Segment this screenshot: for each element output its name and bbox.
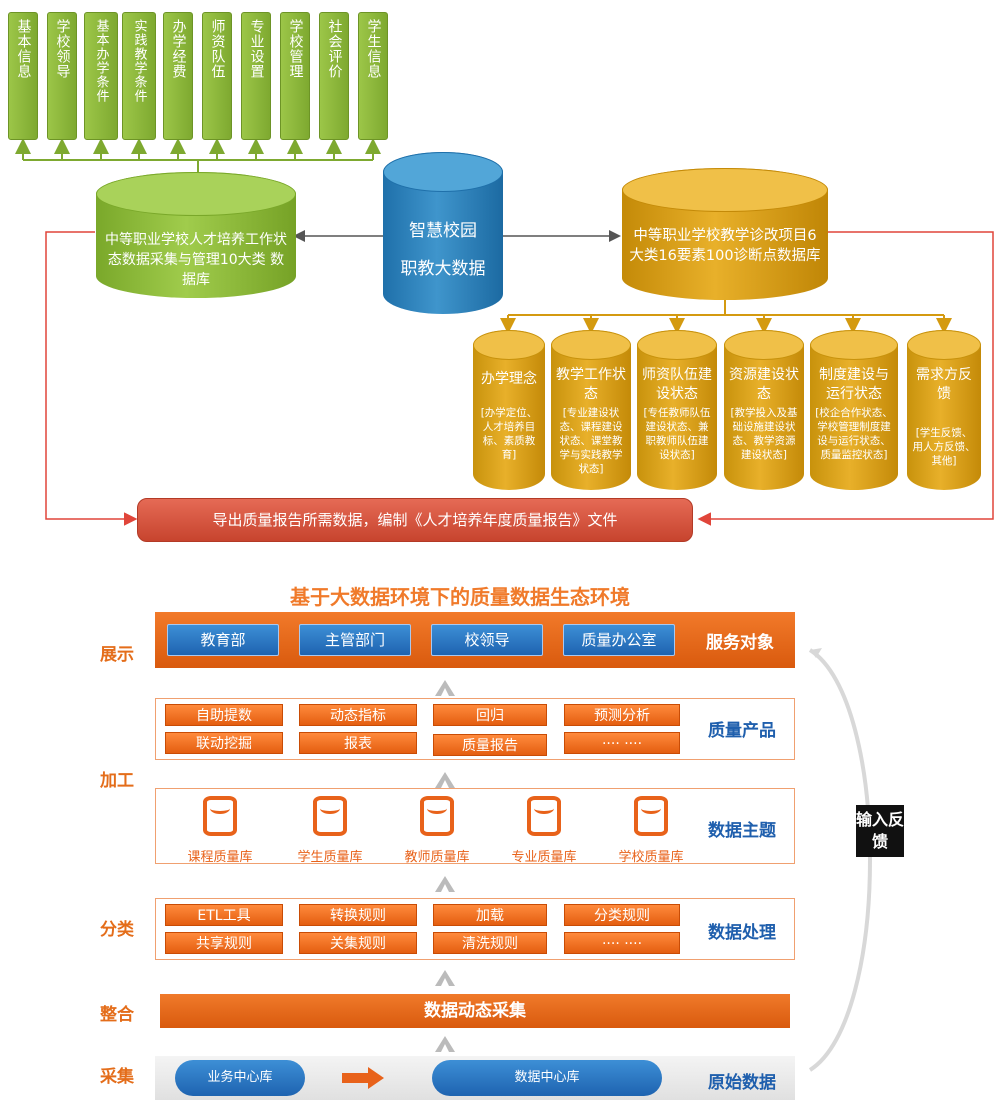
right-database: 中等职业学校教学诊改项目6大类16要素100诊断点数据库 [622,168,828,300]
service-ministry: 教育部 [167,624,279,656]
diagnosis-title: 师资队伍建设状态 [642,367,712,402]
side-label-process: 加工 [100,771,134,791]
top-connectors [15,138,994,526]
feedback-badge: 输入反馈 [856,805,904,857]
service-department: 主管部门 [299,624,411,656]
export-report-bar: 导出质量报告所需数据，编制《人才培养年度质量报告》文件 [137,498,693,542]
process-aggregate: 关集规则 [299,932,417,954]
collect-bar: 数据动态采集 [160,994,790,1028]
diagnosis-detail: [专任教师队伍建设状态、兼职教师队伍建设状态] [643,407,711,461]
ecosystem-title: 基于大数据环境下的质量数据生态环境 [290,585,630,609]
product-reports: 报表 [299,732,417,754]
up-chevron-icon [435,970,455,986]
side-label-collect: 采集 [100,1067,134,1087]
export-report-text: 导出质量报告所需数据，编制《人才培养年度质量报告》文件 [212,511,618,529]
left-database-label: 中等职业学校人才培养工作状态数据采集与管理10大类 数据库 [105,232,287,288]
up-chevron-icon [435,772,455,788]
category-faculty: 师资队伍 [202,12,232,140]
category-funding: 办学经费 [163,12,193,140]
process-etl: ETL工具 [165,904,283,926]
side-label-classify: 分类 [100,920,134,940]
diagnosis-title: 教学工作状态 [556,367,626,402]
diagnosis-title: 制度建设与运行状态 [819,367,889,402]
diagnosis-title: 资源建设状态 [729,367,799,402]
process-share: 共享规则 [165,932,283,954]
side-label-show: 展示 [100,645,134,665]
right-database-label: 中等职业学校教学诊改项目6大类16要素100诊断点数据库 [629,228,821,264]
product-regression: 回归 [433,704,547,726]
process-classify: 分类规则 [564,904,680,926]
side-label-integrate: 整合 [100,1005,134,1025]
data-center-database-label: 数据中心库 [514,1070,580,1085]
product-self-extract: 自助提数 [165,704,283,726]
diagnosis-detail: [学生反馈、用人方反馈、其他] [912,427,976,467]
database-icon [420,796,454,836]
theme-course: 课程质量库 [187,850,253,865]
service-label: 服务对象 [706,633,774,653]
left-database: 中等职业学校人才培养工作状态数据采集与管理10大类 数据库 [96,172,296,298]
diagnosis-detail: [专业建设状态、课程建设状态、课堂教学与实践教学状态] [559,407,623,475]
service-quality-office: 质量办公室 [563,624,675,656]
category-majors: 专业设置 [241,12,271,140]
theme-teacher: 教师质量库 [404,850,470,865]
collect-bar-text: 数据动态采集 [424,1001,526,1021]
up-chevron-icon [435,876,455,892]
database-icon [203,796,237,836]
diagnosis-teaching: 教学工作状态 [专业建设状态、课程建设状态、课堂教学与实践教学状态] [551,330,631,490]
service-school-leaders: 校领导 [431,624,543,656]
center-database-line1: 智慧校园 [409,221,477,241]
feedback-text: 输入反馈 [856,810,905,851]
right-arrow-icon [342,1067,384,1089]
category-social-evaluation: 社会评价 [319,12,349,140]
up-chevron-icon [435,680,455,696]
themes-layer [155,788,795,864]
category-student-info: 学生信息 [358,12,388,140]
database-icon [634,796,668,836]
diagnosis-detail: [办学定位、人才培养目标、素质教育] [480,407,538,461]
diagnosis-institution: 制度建设与运行状态 [校企合作状态、学校管理制度建设与运行状态、质量监控状态] [810,330,898,490]
raw-data-label: 原始数据 [708,1073,776,1093]
processing-label: 数据处理 [708,923,776,943]
category-management: 学校管理 [280,12,310,140]
diagnosis-detail: [校企合作状态、学校管理制度建设与运行状态、质量监控状态] [815,407,893,461]
diagnosis-detail: [教学投入及基础设施建设状态、教学资源建设状态] [730,407,798,461]
category-practice-conditions: 实践教学条件 [122,12,156,140]
center-database: 智慧校园 职教大数据 [383,152,503,314]
diagnosis-resources: 资源建设状态 [教学投入及基础设施建设状态、教学资源建设状态] [724,330,804,490]
product-more: ···· ···· [564,732,680,754]
category-basic-info: 基本信息 [8,12,38,140]
diagnosis-feedback: 需求方反馈 [学生反馈、用人方反馈、其他] [907,330,981,490]
business-database-label: 业务中心库 [207,1070,273,1085]
process-transform: 转换规则 [299,904,417,926]
theme-student: 学生质量库 [297,850,363,865]
center-database-line2: 职教大数据 [400,259,486,279]
diagnosis-title: 需求方反馈 [916,367,972,402]
product-mining: 联动挖掘 [165,732,283,754]
process-more: ···· ···· [564,932,680,954]
theme-major: 专业质量库 [511,850,577,865]
business-database: 业务中心库 [175,1060,305,1096]
theme-school: 学校质量库 [618,850,684,865]
diagnosis-philosophy: 办学理念 [办学定位、人才培养目标、素质教育] [473,330,545,490]
feedback-curve [808,648,872,1072]
themes-label: 数据主题 [708,821,776,841]
process-clean: 清洗规则 [433,932,547,954]
diagnosis-faculty: 师资队伍建设状态 [专任教师队伍建设状态、兼职教师队伍建设状态] [637,330,717,490]
database-icon [527,796,561,836]
category-basic-conditions: 基本办学条件 [84,12,118,140]
products-label: 质量产品 [708,721,776,741]
category-school-leadership: 学校领导 [47,12,77,140]
product-quality-report: 质量报告 [433,734,547,756]
process-load: 加载 [433,904,547,926]
database-icon [313,796,347,836]
up-chevron-icon [435,1036,455,1052]
diagnosis-title: 办学理念 [481,371,537,387]
product-dynamic-index: 动态指标 [299,704,417,726]
product-forecast: 预测分析 [564,704,680,726]
data-center-database: 数据中心库 [432,1060,662,1096]
